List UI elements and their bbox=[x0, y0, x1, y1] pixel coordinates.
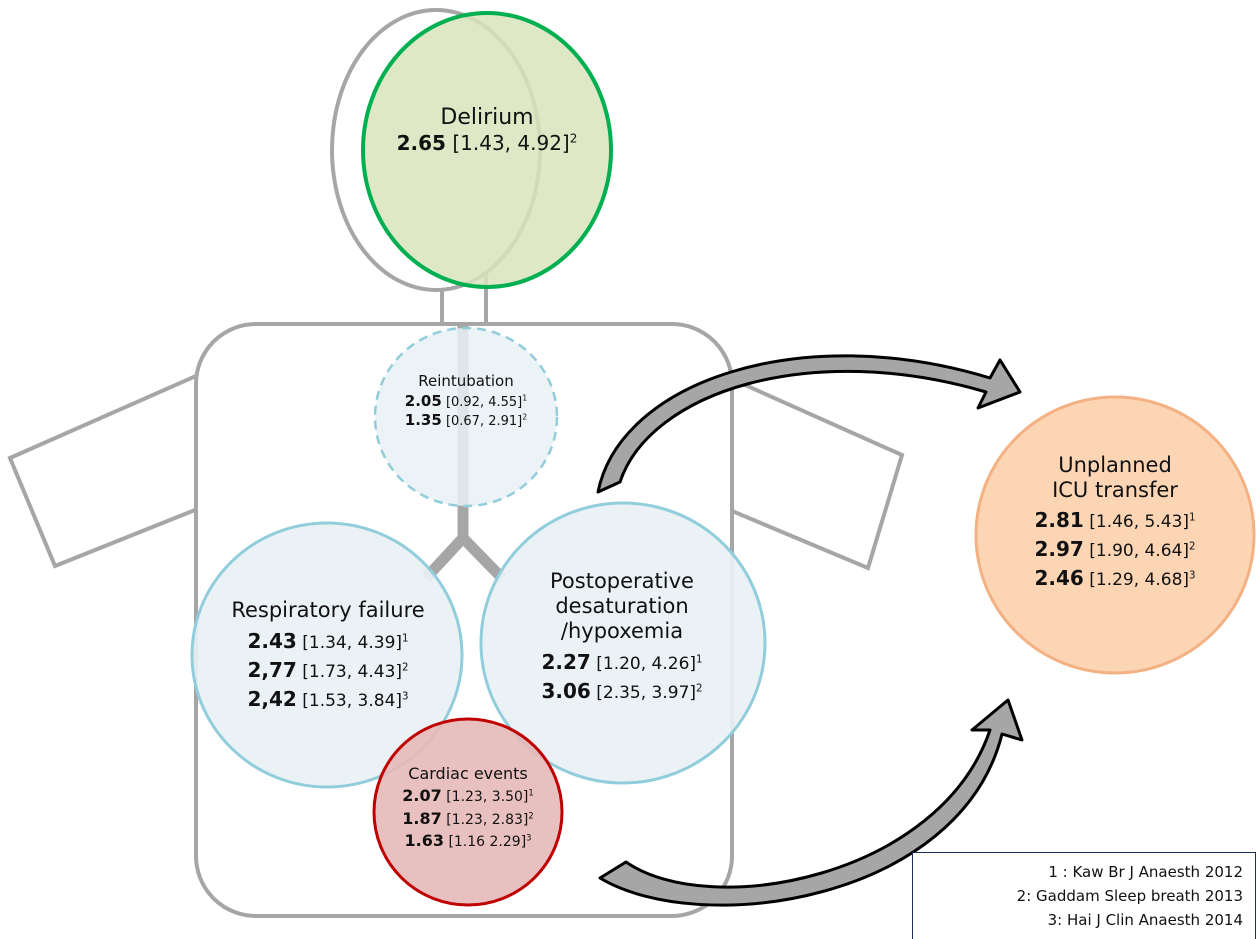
ci-value: [0.67, 2.91] bbox=[445, 413, 523, 429]
or-value: 3.06 bbox=[541, 678, 591, 703]
ci-value: [1.23, 3.50] bbox=[446, 789, 529, 806]
ci-value: [2.35, 3.97] bbox=[596, 682, 697, 703]
or-value: 1.87 bbox=[402, 808, 442, 828]
respiratory-failure-circle bbox=[190, 521, 464, 789]
ref-marker: 2 bbox=[522, 412, 528, 422]
icu-title-2: ICU transfer bbox=[1052, 478, 1178, 503]
ci-value: [1.34, 4.39] bbox=[302, 633, 403, 654]
left-arm bbox=[7, 368, 208, 569]
ref-marker: 3 bbox=[1189, 570, 1196, 582]
or-value: 2.07 bbox=[402, 786, 442, 806]
ci-value: [1.53, 3.84] bbox=[302, 691, 403, 712]
icu-row-3: 2.46 [1.29, 4.68]3 bbox=[990, 564, 1240, 593]
ci-value: [1.73, 4.43] bbox=[302, 662, 403, 683]
ref-marker: 1 bbox=[522, 393, 528, 403]
ci-value: [1.90, 4.64] bbox=[1089, 541, 1190, 562]
icu-title-1: Unplanned bbox=[1058, 453, 1172, 477]
cardiac-row-1: 2.07 [1.23, 3.50]1 bbox=[378, 785, 558, 808]
ref-marker: 1 bbox=[1189, 512, 1196, 524]
ref-marker: 3 bbox=[526, 832, 532, 843]
reference-legend: 1 : Kaw Br J Anaesth 2012 2: Gaddam Slee… bbox=[912, 852, 1256, 939]
icu-row-2: 2.97 [1.90, 4.64]2 bbox=[990, 535, 1240, 564]
ref-marker: 2 bbox=[528, 810, 534, 821]
ref-marker: 2 bbox=[402, 662, 409, 674]
delirium-circle bbox=[361, 11, 613, 289]
reintubation-label: Reintubation 2.05 [0.92, 4.55]1 1.35 [0.… bbox=[376, 372, 556, 429]
legend-item: 2: Gaddam Sleep breath 2013 bbox=[1016, 887, 1243, 905]
ref-marker: 2 bbox=[696, 682, 703, 694]
reintubation-row-1: 2.05 [0.92, 4.55]1 bbox=[376, 392, 556, 411]
cardiac-events-circle bbox=[372, 717, 564, 907]
desaturation-label: Postoperative desaturation /hypoxemia 2.… bbox=[497, 569, 747, 706]
respiratory-row-1: 2.43 [1.34, 4.39]1 bbox=[197, 627, 459, 656]
respiratory-failure-title: Respiratory failure bbox=[231, 598, 425, 622]
icu-transfer-circle bbox=[974, 395, 1256, 675]
desaturation-title-2: desaturation bbox=[555, 594, 689, 619]
desaturation-circle bbox=[479, 501, 767, 785]
right-arm bbox=[723, 372, 905, 571]
ci-value: [1.43, 4.92] bbox=[452, 131, 570, 156]
ref-marker: 2 bbox=[569, 131, 578, 146]
or-value: 1.63 bbox=[404, 831, 444, 851]
ref-marker: 1 bbox=[528, 787, 534, 798]
desaturation-title-3: /hypoxemia bbox=[560, 619, 684, 644]
or-value: 2.27 bbox=[541, 649, 591, 674]
respiratory-failure-label: Respiratory failure 2.43 [1.34, 4.39]1 2… bbox=[197, 598, 459, 714]
ci-value: [1.20, 4.26] bbox=[596, 653, 697, 674]
cardiac-row-2: 1.87 [1.23, 2.83]2 bbox=[378, 808, 558, 831]
desaturation-row-2: 3.06 [2.35, 3.97]2 bbox=[497, 677, 747, 706]
lower-curved-arrow bbox=[598, 698, 1024, 907]
legend-item: 1 : Kaw Br J Anaesth 2012 bbox=[1048, 863, 1243, 881]
desaturation-title-1: Postoperative bbox=[550, 569, 694, 593]
or-value: 2.81 bbox=[1034, 508, 1084, 533]
icu-row-1: 2.81 [1.46, 5.43]1 bbox=[990, 506, 1240, 535]
desaturation-row-1: 2.27 [1.20, 4.26]1 bbox=[497, 648, 747, 677]
or-value: 2.97 bbox=[1034, 537, 1084, 562]
or-value: 2.05 bbox=[404, 392, 442, 410]
or-value: 2,42 bbox=[247, 687, 297, 712]
right-bronchus bbox=[459, 534, 506, 582]
or-value: 2,77 bbox=[247, 658, 297, 683]
respiratory-row-2: 2,77 [1.73, 4.43]2 bbox=[197, 656, 459, 685]
or-value: 2.43 bbox=[247, 629, 297, 654]
cardiac-row-3: 1.63 [1.16 2.29]3 bbox=[378, 830, 558, 853]
ref-marker: 1 bbox=[696, 653, 703, 665]
delirium-row: 2.65 [1.43, 4.92]2 bbox=[387, 131, 587, 155]
cardiac-events-label: Cardiac events 2.07 [1.23, 3.50]1 1.87 [… bbox=[378, 764, 558, 853]
or-value: 1.35 bbox=[404, 410, 442, 429]
reintubation-title: Reintubation bbox=[418, 372, 514, 390]
delirium-label: Delirium 2.65 [1.43, 4.92]2 bbox=[387, 105, 587, 155]
respiratory-row-3: 2,42 [1.53, 3.84]3 bbox=[197, 685, 459, 714]
reintubation-row-2: 1.35 [0.67, 2.91]2 bbox=[376, 411, 556, 430]
upper-curved-arrow bbox=[596, 354, 1022, 494]
ci-value: [1.46, 5.43] bbox=[1089, 512, 1190, 533]
legend-item: 3: Hai J Clin Anaesth 2014 bbox=[1047, 911, 1243, 929]
reintubation-circle bbox=[373, 326, 559, 508]
ci-value: [1.29, 4.68] bbox=[1089, 570, 1190, 591]
ref-marker: 2 bbox=[1189, 541, 1196, 553]
delirium-title: Delirium bbox=[440, 105, 534, 130]
ci-value: [1.23, 2.83] bbox=[446, 811, 529, 828]
icu-transfer-label: Unplanned ICU transfer 2.81 [1.46, 5.43]… bbox=[990, 453, 1240, 593]
ref-marker: 1 bbox=[402, 633, 409, 645]
ci-value: [0.92, 4.55] bbox=[445, 395, 523, 410]
ref-marker: 3 bbox=[402, 691, 409, 703]
ci-value: [1.16 2.29] bbox=[448, 834, 527, 851]
or-value: 2.65 bbox=[396, 131, 446, 156]
cardiac-events-title: Cardiac events bbox=[408, 764, 528, 783]
or-value: 2.46 bbox=[1034, 566, 1084, 591]
